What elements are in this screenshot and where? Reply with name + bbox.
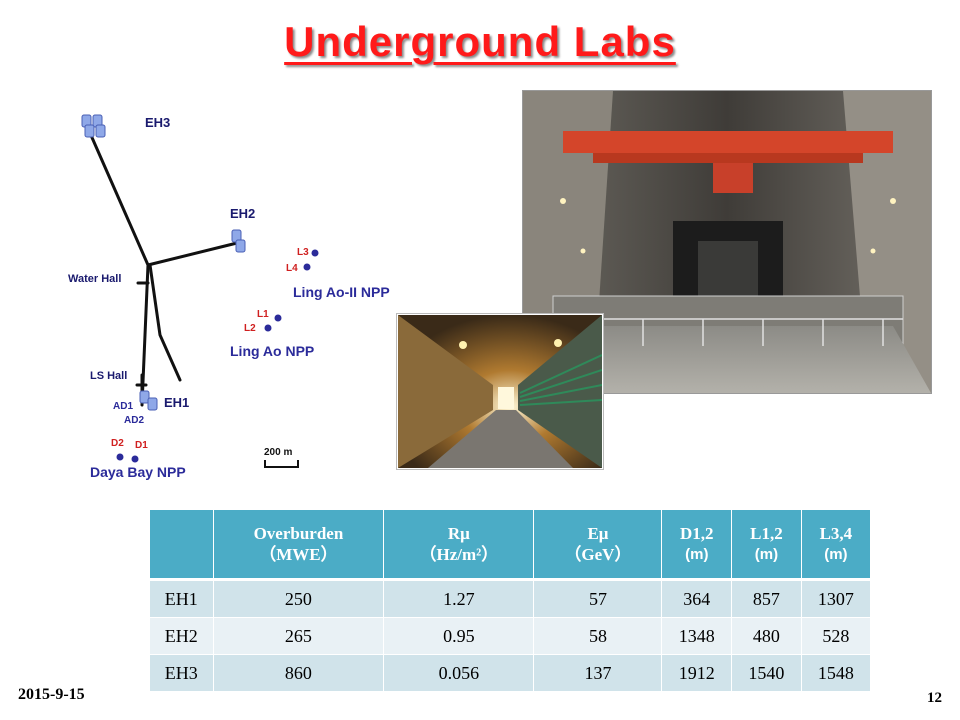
cell-d12: 1348 [661,617,733,655]
lab-parameters-table: Overburden （MWE） Rμ （Hz/m²） Eμ （GeV） D1,… [150,510,870,692]
header-unit: (m) [685,546,709,563]
label-scale: 200 m [264,447,292,458]
header-label: L1,2 [750,524,783,543]
header-e-mu: Eμ （GeV） [533,510,663,581]
label-l4: L4 [286,263,298,274]
header-label: Eμ [587,524,609,543]
header-label: D1,2 [680,524,714,543]
cell-d12: 1912 [661,654,733,692]
header-l34: L3,4 (m) [801,510,870,581]
cell-l12: 857 [731,579,802,618]
label-ling-ao-ii: Ling Ao-II NPP [293,284,390,300]
label-ad2: AD2 [124,415,144,426]
tunnel-lines [88,131,239,407]
cell-l34: 1307 [801,579,870,618]
cell-r-mu: 0.056 [383,654,535,692]
scale-bar [264,460,299,468]
cell-overburden: 860 [213,654,385,692]
slide-date: 2015-9-15 [18,686,85,703]
header-empty [150,510,214,581]
label-ad1: AD1 [113,401,133,412]
cell-l34: 1548 [801,654,870,692]
label-eh3: EH3 [145,115,170,130]
header-unit: (m) [824,546,848,563]
cell-r-mu: 1.27 [383,579,535,618]
label-d2: D2 [111,438,124,449]
cell-overburden: 265 [213,617,385,655]
header-unit: （Hz/m²） [419,545,499,564]
label-d1: D1 [135,440,148,451]
slide-title: Underground Labs [284,18,676,65]
cell-l34: 528 [801,617,870,655]
cell-e-mu: 57 [533,579,663,618]
header-label: Overburden [253,524,344,543]
header-d12: D1,2 (m) [661,510,733,581]
experimental-hall-photo [522,90,932,394]
cell-hall: EH1 [150,579,214,618]
tunnel-map: EH3 EH2 EH1 Water Hall LS Hall AD1 AD2 L… [68,114,390,480]
header-unit: (m) [754,546,779,563]
detectors-eh3 [81,114,106,138]
header-label: Rμ [447,524,470,543]
slide-page-number: 12 [927,690,942,706]
cell-e-mu: 137 [533,654,663,692]
cell-hall: EH2 [150,617,214,655]
label-l1: L1 [257,309,269,320]
header-l12: L1,2 (m) [731,510,802,581]
tunnel-to-eh2 [146,241,239,267]
cell-overburden: 250 [213,579,385,618]
cell-e-mu: 58 [533,617,663,655]
detectors-eh1 [139,390,158,411]
label-ls-hall: LS Hall [90,370,127,382]
cell-d12: 364 [661,579,733,618]
label-daya-bay: Daya Bay NPP [90,464,186,480]
cell-hall: EH3 [150,654,214,692]
table-row: EH2 265 0.95 58 1348 480 528 [150,617,870,655]
header-unit: （GeV） [564,545,632,564]
header-unit: （MWE） [259,545,338,564]
table-header-row: Overburden （MWE） Rμ （Hz/m²） Eμ （GeV） D1,… [150,510,870,581]
header-label: L3,4 [819,524,853,543]
label-eh2: EH2 [230,206,255,221]
label-water-hall: Water Hall [68,273,121,285]
header-overburden: Overburden （MWE） [213,510,385,581]
label-eh1: EH1 [164,395,189,410]
cell-l12: 480 [731,617,802,655]
cell-r-mu: 0.95 [383,617,535,655]
cell-l12: 1540 [731,654,802,692]
label-l2: L2 [244,323,256,334]
table-row: EH1 250 1.27 57 364 857 1307 [150,579,870,618]
label-ling-ao: Ling Ao NPP [230,343,314,359]
tunnel-photo [397,314,603,469]
header-r-mu: Rμ （Hz/m²） [383,510,535,581]
tunnel-to-eh1 [148,263,182,382]
reactor-dots [116,249,319,463]
table-row: EH3 860 0.056 137 1912 1540 1548 [150,654,870,692]
tunnel-to-eh3 [88,131,150,267]
label-l3: L3 [297,247,309,258]
detectors-eh2 [231,229,246,253]
